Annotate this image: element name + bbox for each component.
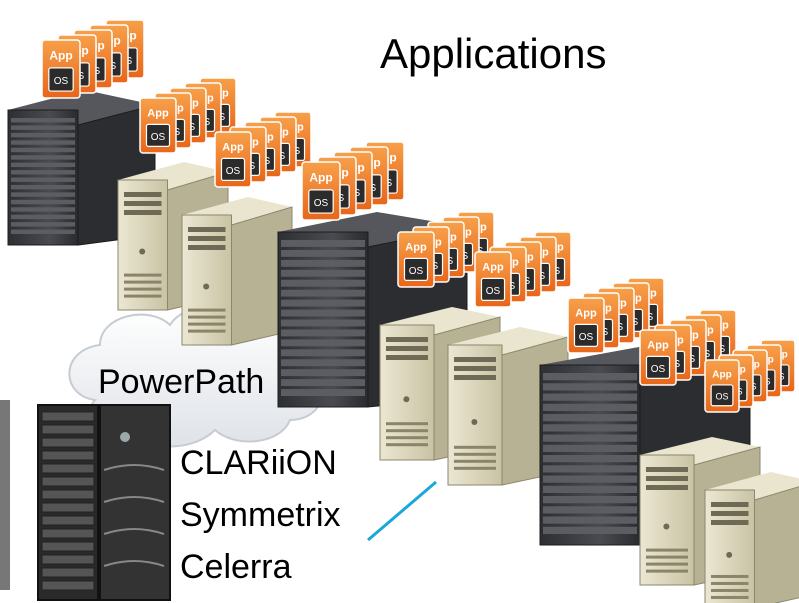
svg-text:App: App: [147, 108, 169, 120]
drive-slot: [41, 437, 95, 448]
drive-slot: [41, 424, 95, 435]
svg-text:OS: OS: [314, 198, 329, 209]
svg-text:OS: OS: [715, 392, 728, 402]
drive-slot: [41, 567, 95, 578]
storage-array: [0, 400, 171, 601]
svg-text:App: App: [222, 142, 244, 154]
drive-slot: [41, 554, 95, 565]
drive-slot: [41, 580, 95, 591]
svg-text:App: App: [575, 308, 597, 320]
svg-text:App: App: [482, 262, 504, 274]
svg-text:OS: OS: [409, 266, 424, 277]
svg-text:OS: OS: [226, 166, 241, 177]
tower-server: [704, 472, 799, 603]
drive-slot: [41, 463, 95, 474]
applications-label: Applications: [380, 30, 606, 77]
rack-cable: [103, 464, 165, 471]
rack-cable: [103, 528, 165, 535]
svg-text:App: App: [405, 242, 427, 254]
drive-slot: [41, 502, 95, 513]
svg-text:App: App: [309, 171, 332, 185]
connection-line: [367, 480, 437, 542]
svg-text:OS: OS: [151, 132, 166, 143]
svg-text:OS: OS: [486, 286, 501, 297]
tower-server: [181, 197, 293, 346]
svg-text:App: App: [647, 340, 669, 352]
storage-label-clariion: CLARiiON: [180, 444, 337, 482]
drive-slot: [41, 411, 95, 422]
svg-text:OS: OS: [579, 332, 594, 343]
drive-slot: [41, 450, 95, 461]
rack-cable: [103, 496, 165, 503]
storage-label-celerra: Celerra: [180, 548, 292, 586]
svg-text:OS: OS: [54, 76, 69, 87]
rack-server: [7, 90, 156, 246]
drive-slot: [41, 476, 95, 487]
powerpath-label: PowerPath: [98, 363, 264, 401]
svg-text:App: App: [712, 370, 731, 381]
drive-slot: [41, 541, 95, 552]
rack-cable: [103, 560, 165, 567]
tower-server: [117, 162, 229, 311]
svg-text:App: App: [49, 49, 72, 63]
drive-slot: [41, 489, 95, 500]
svg-text:OS: OS: [651, 364, 666, 375]
storage-label-symmetrix: Symmetrix: [180, 496, 341, 534]
drive-slot: [41, 528, 95, 539]
drive-slot: [41, 515, 95, 526]
